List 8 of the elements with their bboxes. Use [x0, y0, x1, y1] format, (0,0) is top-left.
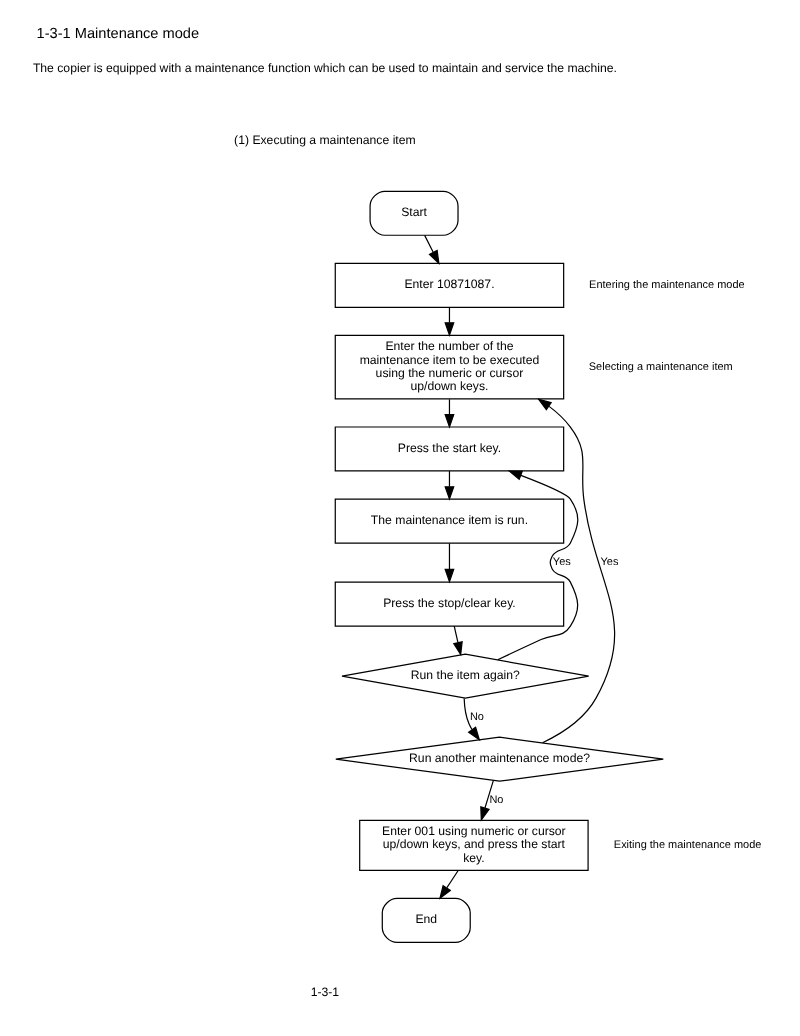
- arrow: [438, 870, 459, 900]
- arrow: [463, 697, 481, 742]
- arrow: [497, 470, 579, 661]
- arrow: [452, 625, 463, 657]
- arrow: [424, 234, 440, 265]
- arrow: [537, 398, 616, 744]
- arrow: [480, 780, 494, 822]
- arrow: [444, 542, 455, 584]
